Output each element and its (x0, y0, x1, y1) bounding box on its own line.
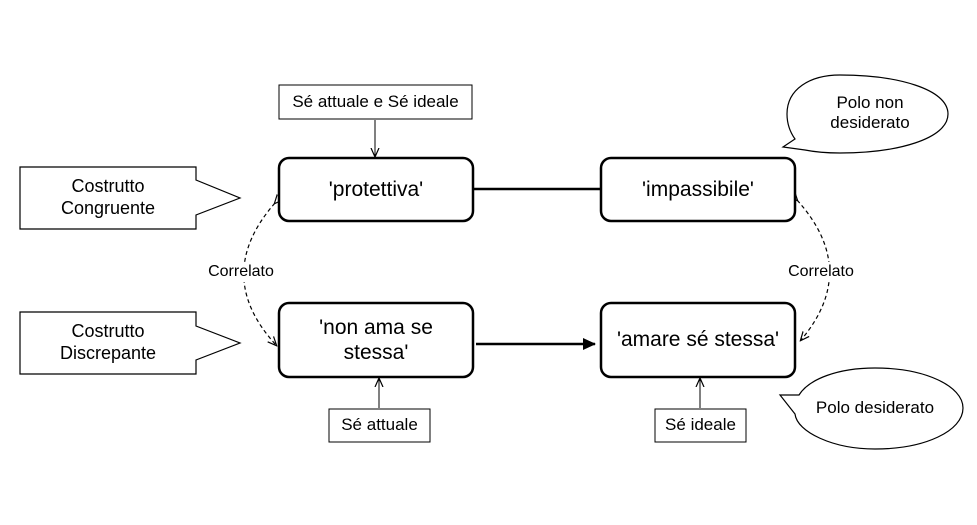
label-polo-non-desiderato: Polo non desiderato (830, 92, 910, 132)
label-se-ideale: Sé ideale (665, 415, 736, 435)
node-protettiva-box (277, 156, 475, 223)
bubble-desiderato-shape (778, 367, 964, 450)
label-correlato-left: Correlato (196, 262, 286, 282)
label-se-attuale: Sé attuale (341, 415, 418, 435)
node-non-ama-se-stessa-box (277, 301, 475, 379)
node-impassibile-box (599, 156, 797, 223)
node-protettiva: 'protettiva' (328, 177, 424, 201)
label-box-se-attuale-e-ideale (278, 84, 473, 120)
label-correlato-right: Correlato (776, 262, 866, 282)
label-box-se-ideale (654, 408, 747, 443)
node-impassibile: 'impassibile' (642, 177, 754, 201)
label-box-se-attuale (328, 408, 431, 443)
label-costrutto-discrepante: Costrutto Discrepante (59, 321, 157, 363)
node-amare-se-stessa: 'amare sé stessa' (616, 328, 780, 352)
label-polo-desiderato: Polo desiderato (815, 397, 935, 417)
node-amare-se-stessa-box (599, 301, 797, 379)
bubble-non-desiderato-shape (781, 74, 949, 154)
label-costrutto-congruente: Costrutto Congruente (60, 176, 156, 218)
label-se-attuale-e-ideale: Sé attuale e Sé ideale (292, 91, 459, 111)
node-non-ama-se-stessa: 'non ama se stessa' (319, 315, 433, 364)
arrow-costrutto-congruente-shape (19, 166, 242, 230)
arrow-costrutto-discrepante-shape (19, 311, 242, 375)
